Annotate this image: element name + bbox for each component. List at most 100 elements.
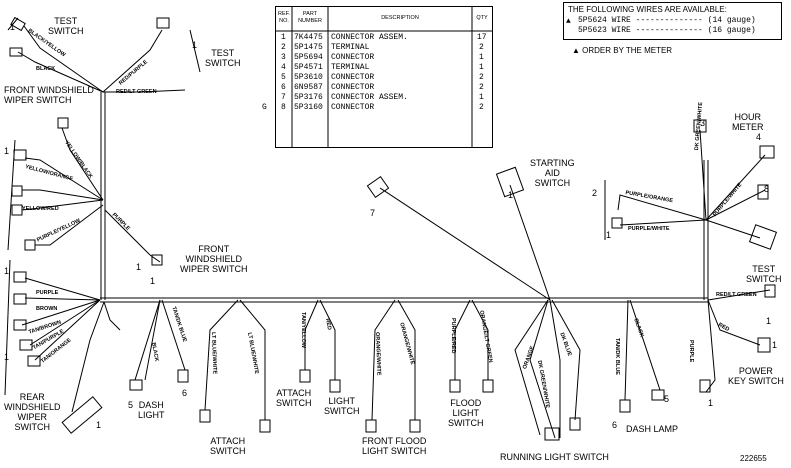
- ref-number: 1: [10, 22, 16, 32]
- row-ref: 2: [281, 43, 286, 52]
- ref-number: 5: [128, 400, 134, 410]
- bracket-marks: [4, 17, 606, 396]
- row-part: 5P3176: [294, 93, 323, 102]
- label-attach-switch-2: ATTACH SWITCH: [276, 388, 312, 408]
- ref-number: 6: [182, 388, 188, 398]
- ref-number: 6: [612, 420, 618, 430]
- label-test-switch-top-left: TEST SWITCH: [48, 16, 84, 36]
- row-ref: 5: [281, 73, 286, 82]
- test-switch-top-left-branch: [9, 16, 186, 93]
- wires-row-1: 5P5624 WIRE -------------- (14 gauge): [578, 16, 756, 25]
- row-part: 5P3160: [294, 103, 323, 112]
- label-test-switch-right: TEST SWITCH: [746, 264, 782, 284]
- label-dash-light: DASH LIGHT: [138, 400, 165, 420]
- wire-label: TAN/YELLOW: [300, 312, 306, 348]
- wire-label: RED/LT GREEN: [716, 292, 757, 298]
- label-hour-meter: HOUR METER: [732, 112, 764, 132]
- header-description: DESCRIPTION: [381, 15, 419, 21]
- wire-part: 5P5624: [578, 16, 607, 25]
- row-ref: 3: [281, 53, 286, 62]
- table-row: 2 5P1475 TERMINAL 2: [276, 43, 492, 53]
- label-starting-aid-switch: STARTING AID SWITCH: [530, 158, 575, 188]
- available-wires-box: THE FOLLOWING WIRES ARE AVAILABLE: ▲ 5P5…: [563, 2, 782, 40]
- wire-label: BLACK: [36, 66, 56, 72]
- order-note: ▲ ORDER BY THE METER: [572, 46, 673, 55]
- rear-wiper-branch: [13, 271, 121, 434]
- table-row: 4 5P4571 TERMINAL 1: [276, 63, 492, 73]
- wires-box-title: THE FOLLOWING WIRES ARE AVAILABLE:: [568, 5, 727, 14]
- row-desc: TERMINAL: [331, 63, 370, 72]
- flood-switch-branch: [449, 299, 494, 393]
- table-row: G 8 5P3160 CONNECTOR 2: [262, 103, 492, 113]
- wire-label: BROWN: [36, 306, 58, 312]
- front-wiper-top-branch: [11, 117, 163, 266]
- ref-number: 7: [370, 208, 376, 218]
- row-part: 6N9587: [294, 83, 323, 92]
- row-part: 7K4475: [294, 33, 323, 42]
- label-front-flood-switch: FRONT FLOOD LIGHT SWITCH: [362, 436, 427, 456]
- ref-number: 1: [508, 190, 514, 200]
- running-light-branch: [366, 166, 581, 441]
- row-desc: CONNECTOR: [331, 73, 375, 82]
- header-qty: QTY: [476, 15, 488, 21]
- wires-box-marker: ▲: [566, 17, 571, 26]
- label-dash-lamp: DASH LAMP: [626, 424, 679, 434]
- row-part: 5P3610: [294, 73, 323, 82]
- header-ref: REF. NO.: [278, 11, 290, 24]
- ref-number: 1: [192, 40, 198, 50]
- row-qty: 1: [479, 53, 484, 62]
- row-ref: 1: [281, 33, 286, 42]
- ref-number: 1: [4, 146, 10, 156]
- row-desc: CONNECTOR: [331, 53, 375, 62]
- ref-number: 1: [96, 420, 102, 430]
- row-g-mark: G: [262, 103, 267, 112]
- figure-number: 222655: [740, 454, 767, 463]
- row-desc: CONNECTOR: [331, 83, 375, 92]
- row-qty: 2: [479, 43, 484, 52]
- table-row: 7 5P3176 CONNECTOR ASSEM. 1: [276, 93, 492, 103]
- row-qty: 17: [477, 33, 487, 42]
- row-part: 5P5694: [294, 53, 323, 62]
- row-ref: 6: [281, 83, 286, 92]
- label-attach-switch-1: ATTACH SWITCH: [210, 436, 246, 456]
- wire-gauge: (16 gauge): [707, 26, 756, 35]
- ref-number: 1: [4, 266, 10, 276]
- ref-number: 8: [764, 184, 770, 194]
- dash-lamp-branch: [619, 299, 665, 413]
- right-side-branches: [611, 119, 778, 393]
- table-row: 3 5P5694 CONNECTOR 1: [276, 53, 492, 63]
- wire-desc: WIRE: [611, 26, 631, 35]
- ref-number: 1: [772, 340, 778, 350]
- wire-label: PURPLE: [36, 290, 59, 296]
- label-front-wiper-mid: FRONT WINDSHIELD WIPER SWITCH: [180, 244, 248, 274]
- ref-number: 1: [606, 230, 612, 240]
- label-front-wiper-top: FRONT WINDSHIELD WIPER SWITCH: [4, 85, 94, 105]
- wire-label: TAN/DK BLUE: [614, 338, 620, 375]
- wire-label: PURPLE/RED: [450, 318, 456, 354]
- wire-desc: WIRE: [611, 16, 631, 25]
- row-ref: 4: [281, 63, 286, 72]
- ref-number: 5: [664, 394, 670, 404]
- row-desc: CONNECTOR ASSEM.: [331, 33, 408, 42]
- row-part: 5P1475: [294, 43, 323, 52]
- wires-row-2: 5P5623 WIRE -------------- (16 gauge): [578, 26, 756, 35]
- table-row: 5 5P3610 CONNECTOR 2: [276, 73, 492, 83]
- main-harness-trunk: [100, 92, 709, 303]
- wire-label: PURPLE/WHITE: [628, 226, 670, 232]
- row-desc: CONNECTOR ASSEM.: [331, 93, 408, 102]
- row-ref: 8: [281, 103, 286, 112]
- table-row: 1 7K4475 CONNECTOR ASSEM. 17: [276, 33, 492, 43]
- row-desc: CONNECTOR: [331, 103, 375, 112]
- ref-number: 1: [150, 276, 156, 286]
- ref-number: 2: [592, 188, 598, 198]
- wire-gauge: (14 gauge): [707, 16, 756, 25]
- ref-number: 1: [4, 352, 10, 362]
- ref-number: 1: [766, 316, 772, 326]
- row-qty: 2: [479, 103, 484, 112]
- label-running-light-switch: RUNNING LIGHT SWITCH: [500, 452, 609, 462]
- ref-number: 1: [708, 398, 714, 408]
- wire-label: PURPLE: [688, 340, 694, 363]
- header-part-number: PART NUMBER: [298, 11, 322, 24]
- row-part: 5P4571: [294, 63, 323, 72]
